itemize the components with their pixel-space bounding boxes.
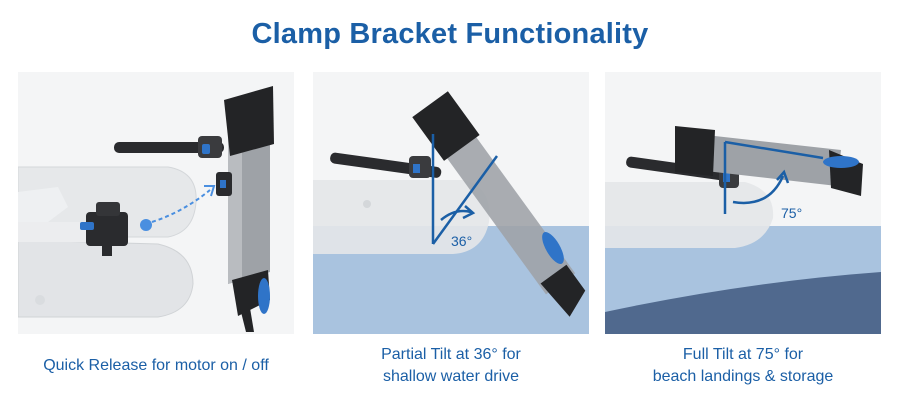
angle-indicator: 75° [723,140,824,221]
angle-label: 36° [451,233,472,249]
angle-indicator: 36° [431,134,499,249]
caption-line: shallow water drive [382,368,520,385]
boat-pontoon [605,182,774,248]
shore-area [605,272,881,334]
page-title: Clamp Bracket Functionality [251,18,649,50]
motor-shaft [675,126,863,196]
angle-label: 75° [781,205,802,221]
clamp-bracket [80,202,128,256]
caption-quick-release: Quick Release for motor on / off [11,355,301,377]
caption-line: Full Tilt at 75° for [682,346,804,363]
caption-line: Partial Tilt at 36° for [381,346,521,363]
dashed-arrow-icon [140,185,216,231]
quick-release-illustration [18,72,294,334]
tiller-handle [114,136,224,158]
caption-full-tilt: Full Tilt at 75° for beach landings & st… [598,344,888,388]
partial-tilt-illustration: 36° [313,72,589,334]
caption-partial-tilt: Partial Tilt at 36° for shallow water dr… [306,344,596,388]
motor-shaft [412,91,586,317]
caption-line: Quick Release for motor on / off [43,357,269,374]
full-tilt-illustration: 75° [605,72,881,334]
boat-pontoon [313,180,490,254]
caption-line: beach landings & storage [652,368,834,385]
motor-shaft [216,86,274,332]
